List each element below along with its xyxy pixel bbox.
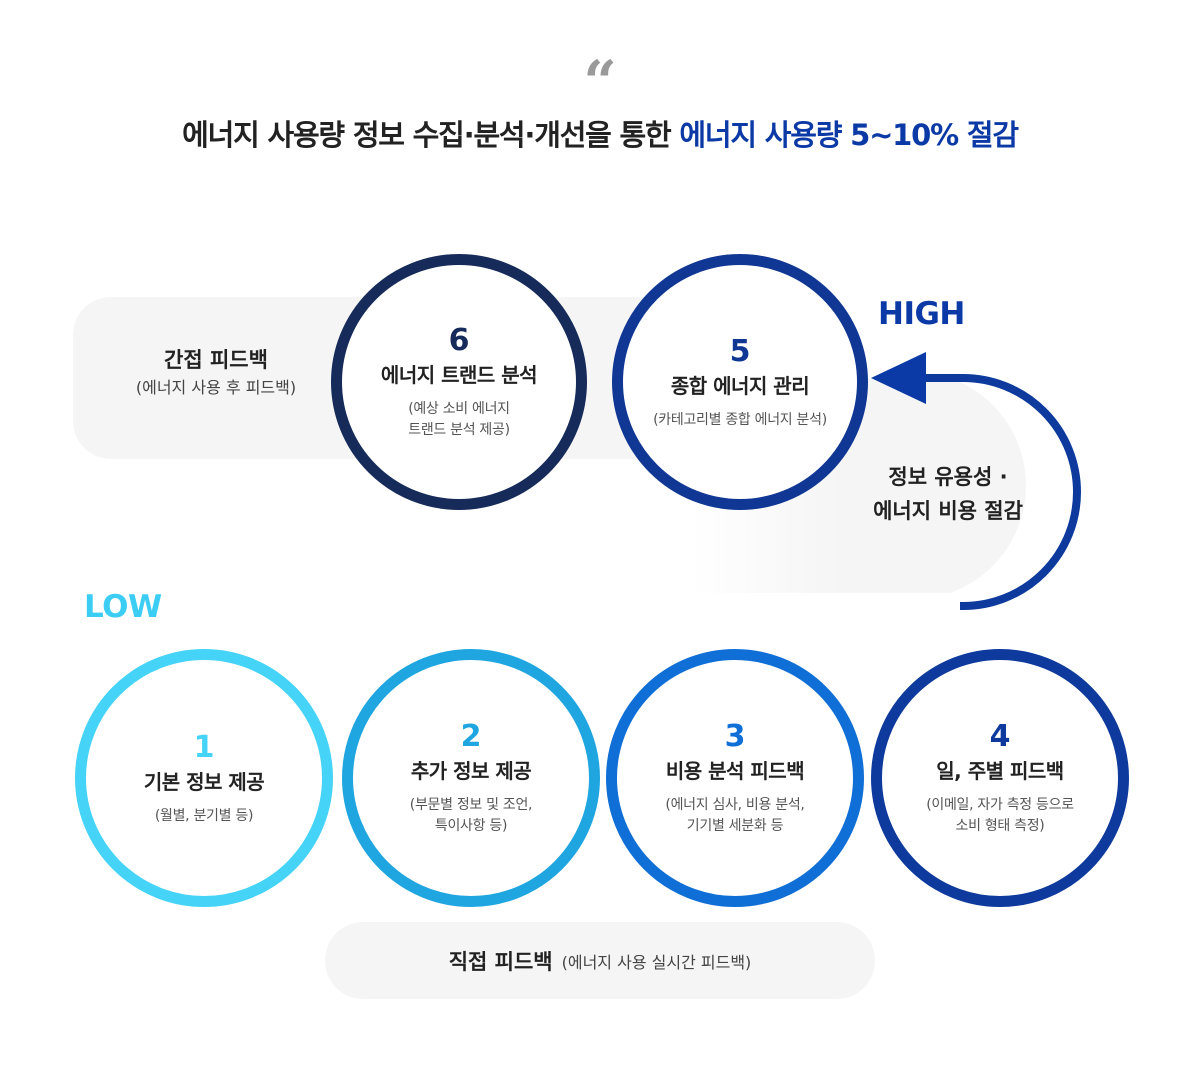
step-title: 종합 에너지 관리	[670, 373, 810, 398]
step-number: 2	[460, 719, 482, 754]
direct-feedback-subtitle: (에너지 사용 실시간 피드백)	[561, 952, 752, 972]
step-circle-5: 5 종합 에너지 관리 (카테고리별 종합 에너지 분석)	[612, 254, 868, 510]
step-description: (카테고리별 종합 에너지 분석)	[653, 411, 827, 428]
indirect-feedback-label: 간접 피드백 (에너지 사용 후 피드백)	[96, 346, 336, 400]
headline-highlight: 에너지 사용량 5~10% 절감	[679, 118, 1019, 152]
step-description: (에너지 심사, 비용 분석, 기기별 세분화 등	[665, 797, 805, 834]
arrow-head-icon	[871, 352, 926, 404]
quote-mark: “	[583, 52, 617, 98]
step-number: 6	[448, 323, 470, 358]
step-number: 3	[724, 719, 746, 754]
step-circle-2: 2 추가 정보 제공 (부문별 정보 및 조언, 특이사항 등)	[342, 649, 600, 907]
step-number: 4	[989, 719, 1011, 754]
step-title: 에너지 트랜드 분석	[380, 363, 538, 387]
return-curve	[912, 374, 1081, 610]
step-title: 비용 분석 피드백	[665, 759, 805, 783]
step-title: 추가 정보 제공	[410, 759, 532, 783]
benefit-line-1: 정보 유용성 ·	[888, 465, 1008, 489]
step-title: 기본 정보 제공	[143, 769, 265, 794]
step-circle-6: 6 에너지 트랜드 분석 (예상 소비 에너지 트랜드 분석 제공)	[331, 254, 587, 510]
step-circle-4: 4 일, 주별 피드백 (이메일, 자가 측정 등으로 소비 형태 측정)	[871, 649, 1129, 907]
indirect-feedback-title: 간접 피드백	[164, 348, 268, 372]
level-low-label: LOW	[84, 589, 162, 625]
step-circle-1: 1 기본 정보 제공 (월별, 분기별 등)	[75, 649, 333, 907]
step-number: 1	[193, 729, 215, 765]
step-description: (월별, 분기별 등)	[154, 807, 254, 824]
step-description: (예상 소비 에너지 트랜드 분석 제공)	[408, 401, 510, 438]
benefit-line-2: 에너지 비용 절감	[873, 499, 1023, 523]
indirect-feedback-subtitle: (에너지 사용 후 피드백)	[135, 378, 297, 397]
step-title: 일, 주별 피드백	[936, 759, 1064, 783]
headline-prefix: 에너지 사용량 정보 수집·분석·개선을 통한	[182, 118, 680, 152]
step-number: 5	[729, 333, 751, 369]
level-high-label: HIGH	[878, 296, 965, 332]
step-description: (부문별 정보 및 조언, 특이사항 등)	[409, 797, 533, 834]
benefit-label: 정보 유용성 · 에너지 비용 절감	[838, 460, 1058, 528]
direct-feedback-title: 직접 피드백	[448, 949, 553, 974]
step-description: (이메일, 자가 측정 등으로 소비 형태 측정)	[926, 797, 1074, 834]
direct-feedback-panel: 직접 피드백 (에너지 사용 실시간 피드백)	[325, 922, 875, 999]
step-circle-3: 3 비용 분석 피드백 (에너지 심사, 비용 분석, 기기별 세분화 등	[606, 649, 864, 907]
headline: 에너지 사용량 정보 수집·분석·개선을 통한 에너지 사용량 5~10% 절감	[0, 112, 1200, 154]
